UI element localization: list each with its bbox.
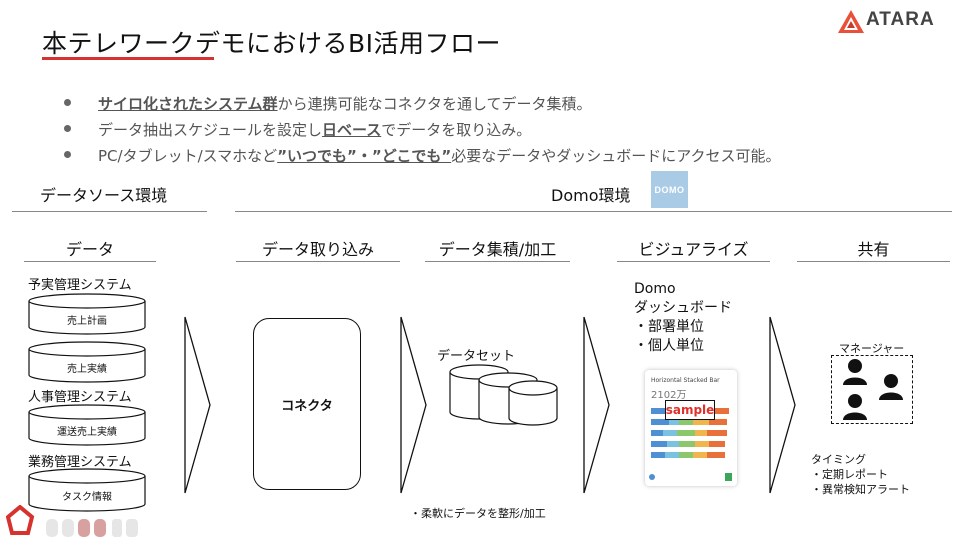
column-header-ingest: データ取り込み — [261, 240, 374, 259]
manager-group-box — [831, 355, 913, 424]
column-underline — [617, 261, 770, 262]
column-underline — [425, 261, 570, 262]
stacked-bar-thumbnail — [651, 408, 729, 458]
dataset-cylinders-icon — [449, 364, 558, 426]
page-title: 本テレワークデモにおけるBI活用フロー — [42, 29, 502, 58]
atara-logo-icon — [838, 10, 864, 33]
bullet-emphasis: 日ベース — [321, 121, 382, 139]
dashboard-card: Horizontal Stacked Bar 2102万 — [645, 370, 737, 486]
system-name: 人事管理システム — [28, 390, 132, 405]
dataset-label: データセット — [437, 349, 516, 364]
domo-dot-icon — [649, 474, 655, 480]
person-icon — [843, 359, 867, 385]
flow-arrow-icon — [400, 316, 427, 494]
brand-logo-icon — [6, 505, 138, 537]
connector-label: コネクタ — [281, 398, 333, 414]
person-icon — [879, 374, 903, 400]
domo-badge-icon: DOMO — [651, 171, 688, 208]
section-header-domo: Domo環境 — [551, 186, 631, 205]
database-cylinder-icon — [28, 293, 146, 335]
person-icon — [843, 394, 867, 420]
bullet-emphasis: ”いつでも”・”どこでも” — [277, 147, 452, 165]
system-name: 業務管理システム — [28, 455, 132, 470]
column-header-aggregate: データ集積/加工 — [438, 240, 557, 259]
bullet-list: サイロ化されたシステム群から連携可能なコネクタを通してデータ集積。 データ抽出ス… — [64, 93, 780, 171]
logo-text: ATARA — [866, 9, 935, 30]
bullet-emphasis: サイロ化されたシステム群 — [98, 95, 278, 113]
column-underline — [797, 261, 950, 262]
section-divider — [12, 211, 207, 212]
dataset-note: ・柔軟にデータを整形/加工 — [410, 507, 546, 520]
database-cylinder-icon — [28, 404, 146, 446]
flow-arrow-icon — [184, 316, 211, 494]
card-value: 2102万 — [651, 390, 687, 401]
flow-arrow-icon — [769, 316, 796, 494]
section-header-source: データソース環境 — [40, 186, 168, 205]
sample-stamp: sample — [665, 400, 715, 420]
bullet-dot — [64, 99, 71, 106]
bullet-item: サイロ化されたシステム群から連携可能なコネクタを通してデータ集積。 — [64, 93, 780, 119]
section-divider — [235, 211, 952, 212]
database-cylinder-icon — [28, 468, 146, 512]
bullet-dot — [64, 151, 71, 158]
visualize-text: Domo ダッシュボード ・部署単位 ・個人単位 — [634, 281, 732, 354]
table-label: 売上実績 — [67, 364, 107, 375]
card-title: Horizontal Stacked Bar — [651, 377, 720, 384]
table-label: タスク情報 — [62, 492, 112, 503]
bullet-item: データ抽出スケジュールを設定し日ベースでデータを取り込み。 — [64, 119, 780, 145]
column-header-data: データ — [65, 240, 114, 259]
column-underline — [24, 261, 156, 262]
column-header-share: 共有 — [857, 240, 890, 259]
connector-box: コネクタ — [253, 318, 361, 490]
table-label: 売上計画 — [67, 316, 107, 327]
title-underline — [42, 57, 214, 60]
timing-text: タイミング ・定期レポート ・異常検知アラート — [811, 453, 910, 496]
excel-icon — [725, 473, 732, 481]
bullet-dot — [64, 125, 71, 132]
database-cylinder-icon — [28, 341, 146, 383]
column-header-visualize: ビジュアライズ — [638, 240, 749, 259]
system-name: 予実管理システム — [28, 278, 132, 293]
bullet-item: PC/タブレット/スマホなど”いつでも”・”どこでも”必要なデータやダッシュボー… — [64, 145, 780, 171]
flow-arrow-icon — [583, 316, 610, 494]
table-label: 運送売上実績 — [57, 427, 117, 438]
group-label: マネージャー — [839, 342, 905, 355]
column-underline — [236, 261, 400, 262]
